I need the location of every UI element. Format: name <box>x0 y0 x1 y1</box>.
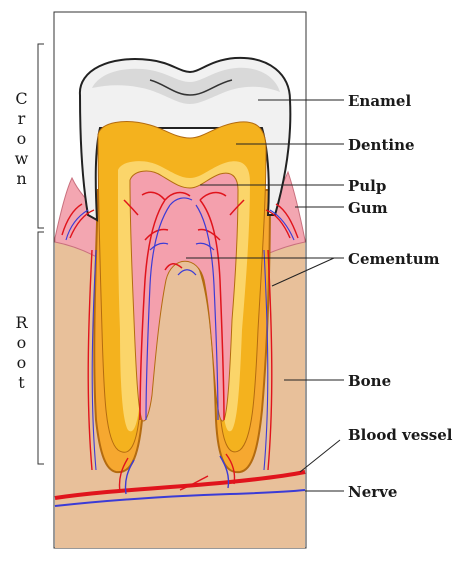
pulp-blood-vessels <box>123 191 245 421</box>
root-bracket <box>37 231 44 465</box>
label-pulp: Pulp <box>348 177 386 195</box>
label-bone: Bone <box>348 372 391 390</box>
blood-vessel-base <box>54 470 306 500</box>
root-label: R o o t <box>15 313 28 392</box>
crown-letter: n <box>16 169 27 188</box>
gum-nerves <box>65 209 295 471</box>
root-letter: t <box>18 373 25 392</box>
label-dentine: Dentine <box>348 136 415 154</box>
crown-letter: C <box>15 89 28 108</box>
leader-cementum-2 <box>271 257 335 287</box>
leader-lines <box>186 99 344 492</box>
label-enamel: Enamel <box>348 92 411 110</box>
nerve-base <box>54 489 306 507</box>
enamel-crown <box>78 56 292 222</box>
label-gum: Gum <box>348 199 388 217</box>
root-letter: o <box>17 353 28 372</box>
crown-label: C r o w n <box>15 89 30 188</box>
crown-letter: r <box>18 109 27 128</box>
leader-blood-vessel <box>299 439 341 473</box>
label-nerve: Nerve <box>348 483 397 501</box>
label-blood-vessel: Blood vessel <box>348 426 453 444</box>
crown-letter: o <box>17 129 28 148</box>
label-cementum: Cementum <box>348 250 440 268</box>
crown-letter: w <box>15 149 30 168</box>
root-letter: o <box>17 333 28 352</box>
pulp-nerves <box>145 197 219 421</box>
root-entry-vessels <box>118 453 236 495</box>
root-letter: R <box>15 313 28 332</box>
gum-vessels <box>61 203 299 471</box>
enamel-groove <box>149 79 233 96</box>
enamel-top-shade <box>92 67 280 104</box>
crown-bracket <box>37 43 44 229</box>
